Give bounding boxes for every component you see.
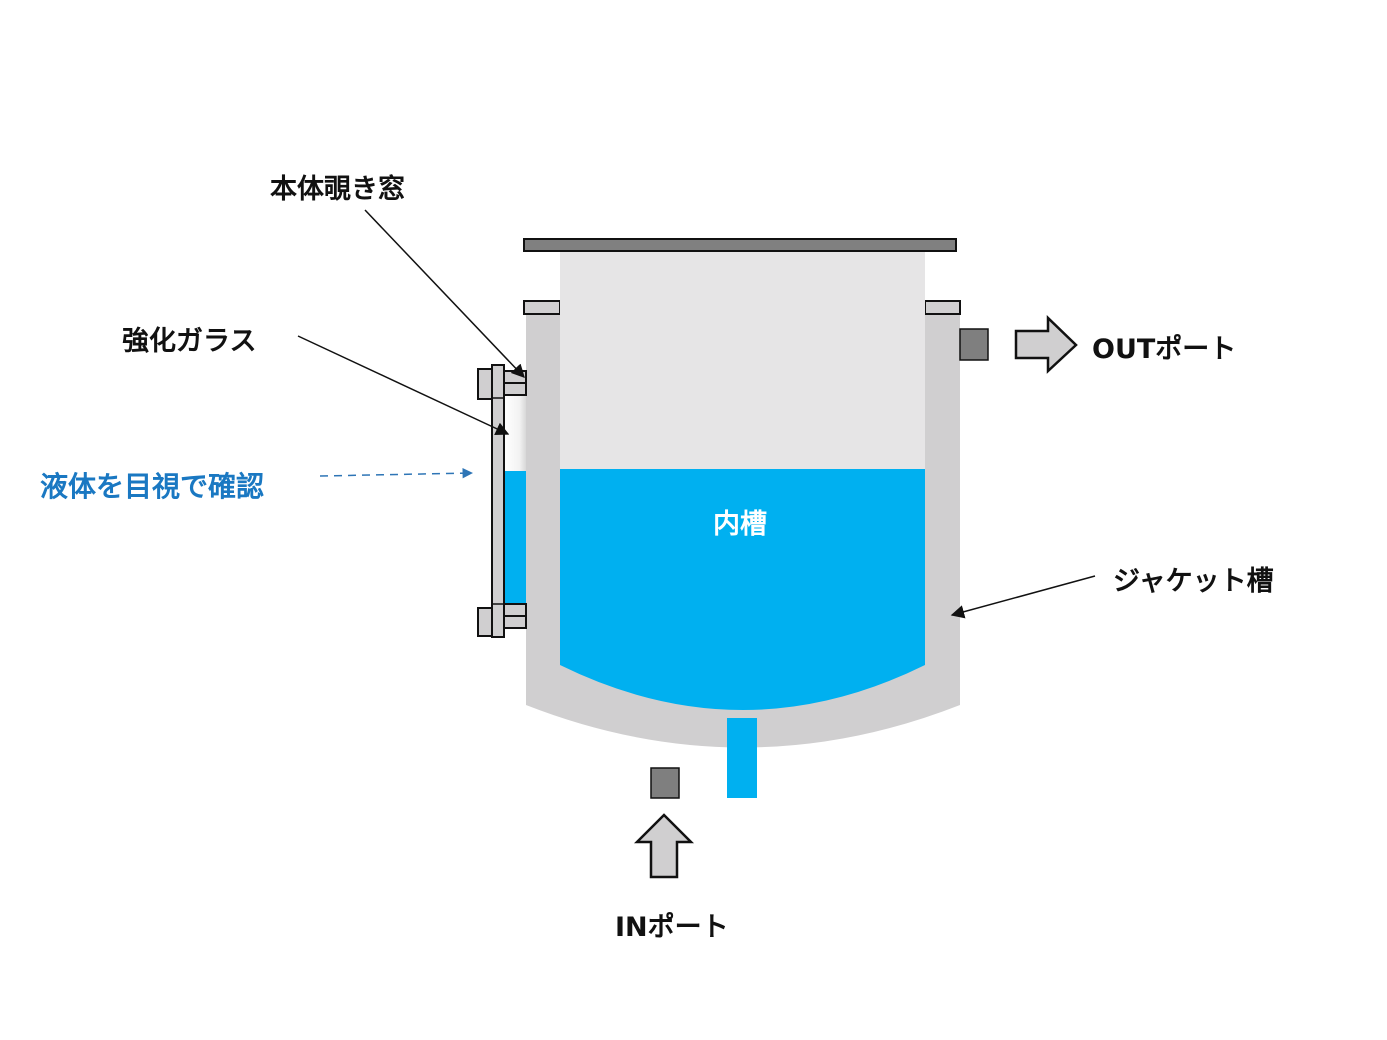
sight-glass-liquid bbox=[505, 471, 526, 604]
sight-window-top-fitting bbox=[477, 368, 527, 400]
jacket-flange-left bbox=[523, 300, 561, 315]
in-flow-arrow-icon bbox=[633, 813, 695, 879]
jacket-tank-label: ジャケット槽 bbox=[1113, 566, 1274, 597]
out-port-stub bbox=[959, 328, 989, 361]
in-port-stub bbox=[650, 767, 680, 799]
visual-check-leader bbox=[319, 467, 474, 479]
tempered-glass-leader bbox=[297, 335, 510, 435]
inner-tank-headspace bbox=[560, 252, 925, 472]
visual-check-label: 液体を目視で確認 bbox=[40, 470, 264, 503]
tempered-glass-plate bbox=[491, 364, 505, 638]
viewing-window-leader bbox=[364, 209, 525, 378]
tank-lid bbox=[523, 238, 957, 252]
out-flow-arrow-icon bbox=[1014, 315, 1078, 374]
viewing-window-label: 本体覗き窓 bbox=[270, 173, 405, 205]
inner-tank-label: 内槽 bbox=[713, 509, 767, 540]
jacket-flange-right bbox=[924, 300, 961, 315]
drain-pipe bbox=[727, 718, 757, 798]
out-port-label: OUTポート bbox=[1092, 334, 1236, 365]
sight-glass-empty bbox=[505, 395, 526, 471]
tempered-glass-label: 強化ガラス bbox=[122, 326, 256, 357]
jacket-tank-leader bbox=[950, 575, 1096, 619]
inner-tank-liquid bbox=[560, 469, 925, 710]
in-port-label: INポート bbox=[615, 912, 729, 943]
